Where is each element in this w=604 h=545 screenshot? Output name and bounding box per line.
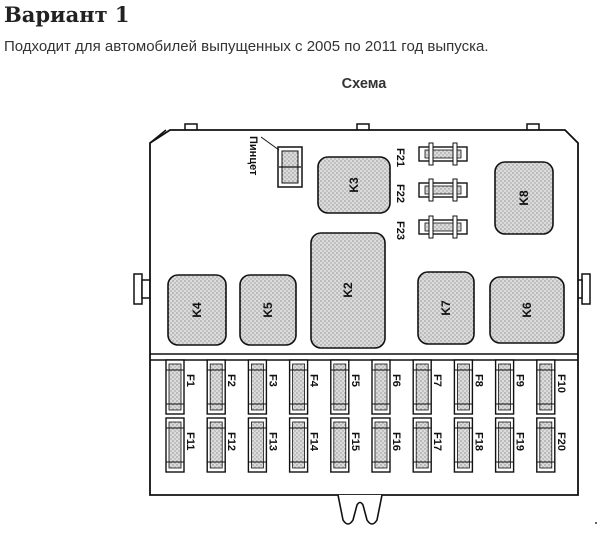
fuse-f4: F4 [288,359,320,415]
fuse-f22-label: F22 [394,184,406,203]
fuse-f12-label: F12 [225,432,237,451]
fuse-f14: F14 [288,417,320,473]
fuse-f13-label: F13 [266,432,278,451]
relay-k3: K3 [317,156,391,214]
fuse-f8-label: F8 [472,374,484,387]
relay-k4-label: K4 [190,302,204,318]
relay-k3-label: K3 [347,177,361,193]
fuse-f13: F13 [247,417,278,473]
fuse-f4-label: F4 [308,374,320,388]
fuse-f5-label: F5 [349,374,361,387]
fuse-f21: F21 [394,142,468,167]
fuse-f15: F15 [330,417,361,473]
fuse-f17: F17 [412,417,443,473]
relay-k6-label: K6 [520,302,534,318]
fuse-f21-label: F21 [394,148,406,167]
relay-k7: K7 [417,271,475,345]
relay-k8-label: K8 [517,190,531,206]
bottom-hook [337,494,383,525]
fuse-f16-label: F16 [390,432,402,451]
tweezers-icon [260,136,303,188]
fuse-f1-label: F1 [184,374,196,387]
fuse-f19-label: F19 [514,432,526,451]
relay-k4: K4 [167,274,227,346]
fuse-f8: F8 [453,359,484,415]
fuse-f11-label: F11 [184,432,196,450]
variant-title: Вариант 1 [4,2,130,27]
fuse-f7: F7 [412,359,443,415]
fuse-f3-label: F3 [266,374,278,387]
fuse-f15-label: F15 [349,432,361,451]
fuse-f3: F3 [247,359,278,415]
fuse-f16: F16 [371,417,402,473]
relay-k2-label: K2 [341,282,355,298]
fuse-f5: F5 [330,359,361,415]
relay-k2: K2 [310,232,386,349]
fuse-f23-label: F23 [394,221,406,240]
fuse-f22: F22 [394,178,468,203]
fuse-f14-label: F14 [308,432,320,452]
fuse-f20-label: F20 [555,432,567,451]
fuse-f7-label: F7 [431,374,443,387]
fuse-f17-label: F17 [431,432,443,451]
relay-k5-label: K5 [261,302,275,318]
tweezers-label: Пинцет [247,136,259,176]
fuse-f11: F11 [165,417,196,473]
fuse-f10: F10 [536,359,567,415]
relay-k8: K8 [494,161,554,235]
fuse-f20: F20 [536,417,567,473]
subtitle: Подходит для автомобилей выпущенных с 20… [4,38,489,55]
fuse-f12: F12 [206,417,237,473]
fuse-f9: F9 [494,359,526,415]
relay-k7-label: K7 [439,300,453,316]
fuse-f2-label: F2 [225,374,237,387]
fuse-f2: F2 [206,359,237,415]
fuse-f1: F1 [165,359,196,415]
fuse-f19: F19 [494,417,526,473]
fuse-f10-label: F10 [555,374,567,393]
fuse-f23: F23 [394,215,468,240]
fuse-f18: F18 [453,417,484,473]
fuse-f6-label: F6 [390,374,402,387]
relay-k6: K6 [489,276,565,344]
fuse-f6: F6 [371,359,402,415]
fuse-f9-label: F9 [514,374,526,387]
scheme-caption: Схема [341,76,387,92]
fuse-f18-label: F18 [472,432,484,451]
relay-k5: K5 [239,274,297,346]
